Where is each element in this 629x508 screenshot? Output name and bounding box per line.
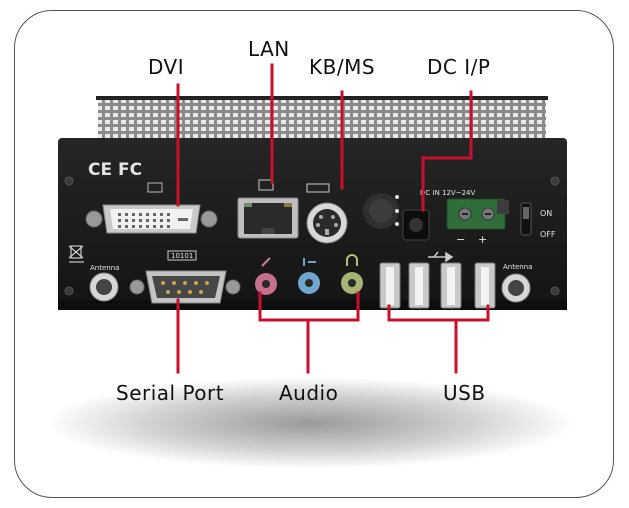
label-audio: Audio: [279, 381, 339, 405]
terminal-block: [446, 198, 509, 230]
audio-headphone-jack: [341, 254, 363, 294]
dvi-port: [85, 182, 218, 234]
label-lan: LAN: [248, 37, 290, 61]
plus-label: +: [478, 233, 487, 246]
device-shadow: [50, 378, 570, 468]
label-kbms: KB/MS: [309, 55, 376, 79]
antenna-right-label: Antenna: [503, 263, 532, 271]
usb-ports: [379, 262, 496, 309]
audio-line-out-jack: [298, 258, 320, 294]
callout-dcip: [421, 90, 473, 212]
heatsink-fins: [96, 96, 548, 143]
callout-usb: [387, 304, 490, 322]
off-label: OFF: [540, 230, 556, 239]
antenna-left-label: Antenna: [90, 264, 119, 272]
label-serial-port: Serial Port: [116, 381, 225, 405]
panel-screws: [64, 176, 560, 296]
on-off-switch: [520, 202, 532, 236]
antenna-port-right: [501, 273, 531, 303]
dc-jack: [402, 209, 430, 241]
label-dcip: DC I/P: [427, 55, 491, 79]
label-dvi: DVI: [148, 55, 185, 79]
kb-ms-port: [306, 183, 348, 244]
recycle-bin-icon: [68, 245, 84, 263]
on-label: ON: [540, 209, 552, 218]
lan-port: [237, 179, 299, 239]
audio-mic-jack: [255, 257, 277, 295]
dc-in-label: DC IN 12V~24V: [420, 189, 475, 197]
serial-marker-label: 10101: [171, 252, 193, 260]
usb-icon: [428, 251, 454, 263]
minus-label: −: [456, 233, 465, 246]
label-usb: USB: [443, 381, 486, 405]
antenna-port-left: [89, 272, 119, 302]
power-button: [363, 193, 399, 229]
ce-fcc-mark: CE FC: [88, 160, 142, 180]
serial-port: [129, 250, 241, 304]
callout-lines: [176, 63, 490, 374]
